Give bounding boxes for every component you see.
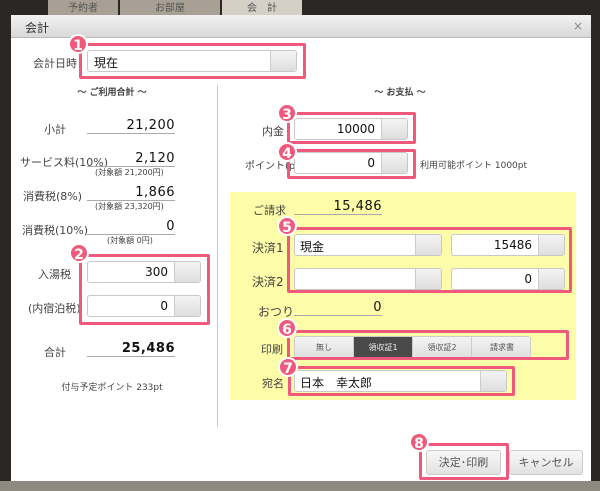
- highlight-box-2: [79, 254, 210, 325]
- bath-tax-label: 入湯税: [38, 268, 71, 281]
- subtotal-value: 21,200: [87, 118, 175, 134]
- deposit-input[interactable]: 10000: [294, 118, 408, 140]
- keypad-button[interactable]: [381, 153, 407, 173]
- lodging-tax-value: 0: [160, 299, 168, 313]
- title-bar: 会計 ×: [11, 15, 591, 38]
- tax8-value: 1,866: [87, 185, 175, 201]
- badge-4: 4: [277, 142, 297, 162]
- highlight-box-8: [419, 443, 509, 480]
- keypad-button[interactable]: [174, 296, 200, 316]
- tab-reserver[interactable]: 予約者: [48, 0, 118, 15]
- addressee-value: 日本 幸太郎: [300, 376, 373, 390]
- bath-tax-input[interactable]: 300: [87, 261, 201, 283]
- payment-heading: 〜 お支払 〜: [374, 88, 426, 98]
- pay1-amount-input[interactable]: 15486: [451, 234, 565, 256]
- highlight-box-4: [287, 149, 416, 179]
- billing-label: ご請求: [253, 204, 286, 217]
- change-label: おつり: [258, 305, 295, 319]
- pay2-label: 決済2: [252, 275, 284, 289]
- pay1-amount: 15486: [493, 238, 532, 252]
- highlight-box-3: [287, 112, 416, 144]
- tax10-note: (対象額 0円): [107, 236, 153, 245]
- tax8-note: (対象額 23,320円): [95, 202, 164, 211]
- badge-1: 1: [68, 34, 88, 54]
- service-label: サービス料(10%): [20, 156, 109, 169]
- tab-checkout[interactable]: 会 計: [222, 0, 302, 15]
- keypad-button[interactable]: [538, 269, 564, 289]
- badge-8: 8: [409, 432, 429, 452]
- highlight-box-6: [287, 330, 569, 360]
- badge-3: 3: [277, 103, 297, 123]
- close-icon[interactable]: ×: [572, 19, 583, 33]
- available-points-note: 利用可能ポイント 1000pt: [420, 161, 528, 171]
- tab-room[interactable]: お部屋: [120, 0, 220, 15]
- lodging-tax-label: (内宿泊税): [28, 302, 81, 315]
- badge-5: 5: [277, 216, 297, 236]
- badge-7: 7: [278, 357, 298, 377]
- deposit-label: 内金: [262, 125, 284, 138]
- change-value: 0: [294, 300, 382, 316]
- usage-heading: 〜 ご利用合計 〜: [77, 88, 147, 98]
- date-label: 会計日時: [33, 57, 77, 70]
- print-segmented-control: 無し 領収証1 領収証2 請求書: [294, 336, 531, 358]
- points-value: 0: [367, 156, 375, 170]
- points-input[interactable]: 0: [294, 152, 408, 174]
- lodging-tax-input[interactable]: 0: [87, 295, 201, 317]
- keypad-button[interactable]: [538, 235, 564, 255]
- badge-2: 2: [69, 243, 89, 263]
- highlight-box-7: [288, 366, 515, 396]
- tax10-label: 消費税(10%): [22, 224, 89, 237]
- dropdown-button[interactable]: [480, 371, 506, 391]
- keypad-button[interactable]: [174, 262, 200, 282]
- addressee-label: 宛名: [262, 377, 284, 390]
- billing-value: 15,486: [294, 199, 382, 215]
- date-select[interactable]: 現在: [87, 50, 297, 72]
- badge-6: 6: [277, 318, 297, 338]
- addressee-input[interactable]: 日本 幸太郎: [294, 370, 507, 392]
- highlight-box-5: [287, 227, 572, 293]
- tax10-value: 0: [87, 219, 175, 235]
- pay1-method: 現金: [300, 240, 325, 254]
- service-value: 2,120: [87, 151, 175, 167]
- dropdown-button[interactable]: [415, 235, 441, 255]
- points-label: ポイント(pt: [245, 161, 300, 172]
- deposit-value: 10000: [336, 122, 375, 136]
- cancel-button[interactable]: キャンセル: [509, 450, 583, 475]
- divider: [217, 85, 218, 427]
- print-label: 印刷: [261, 343, 283, 356]
- dropdown-button[interactable]: [415, 269, 441, 289]
- pay2-amount: 0: [524, 272, 532, 286]
- keypad-button[interactable]: [381, 119, 407, 139]
- print-option-invoice[interactable]: 請求書: [472, 337, 530, 357]
- pay1-label: 決済1: [252, 241, 284, 255]
- service-note: (対象額 21,200円): [95, 168, 164, 177]
- subtotal-label: 小計: [44, 123, 66, 136]
- pay1-method-select[interactable]: 現金: [294, 234, 442, 256]
- total-label: 合計: [44, 346, 66, 359]
- pay2-method-select[interactable]: [294, 268, 442, 290]
- tax8-label: 消費税(8%): [23, 190, 83, 203]
- confirm-print-button[interactable]: 決定･印刷: [426, 450, 501, 475]
- pay2-amount-input[interactable]: 0: [451, 268, 565, 290]
- print-option-receipt1[interactable]: 領収証1: [354, 337, 413, 357]
- points-award-note: 付与予定ポイント 233pt: [61, 383, 163, 393]
- print-option-receipt2[interactable]: 領収証2: [413, 337, 472, 357]
- bottom-band: [0, 481, 600, 491]
- bath-tax-value: 300: [145, 265, 168, 279]
- dropdown-button[interactable]: [270, 51, 296, 71]
- dialog-title: 会計: [25, 21, 50, 35]
- highlight-box-1: [79, 43, 306, 79]
- total-value: 25,486: [87, 341, 175, 357]
- date-value: 現在: [94, 56, 119, 70]
- print-option-none[interactable]: 無し: [295, 337, 354, 357]
